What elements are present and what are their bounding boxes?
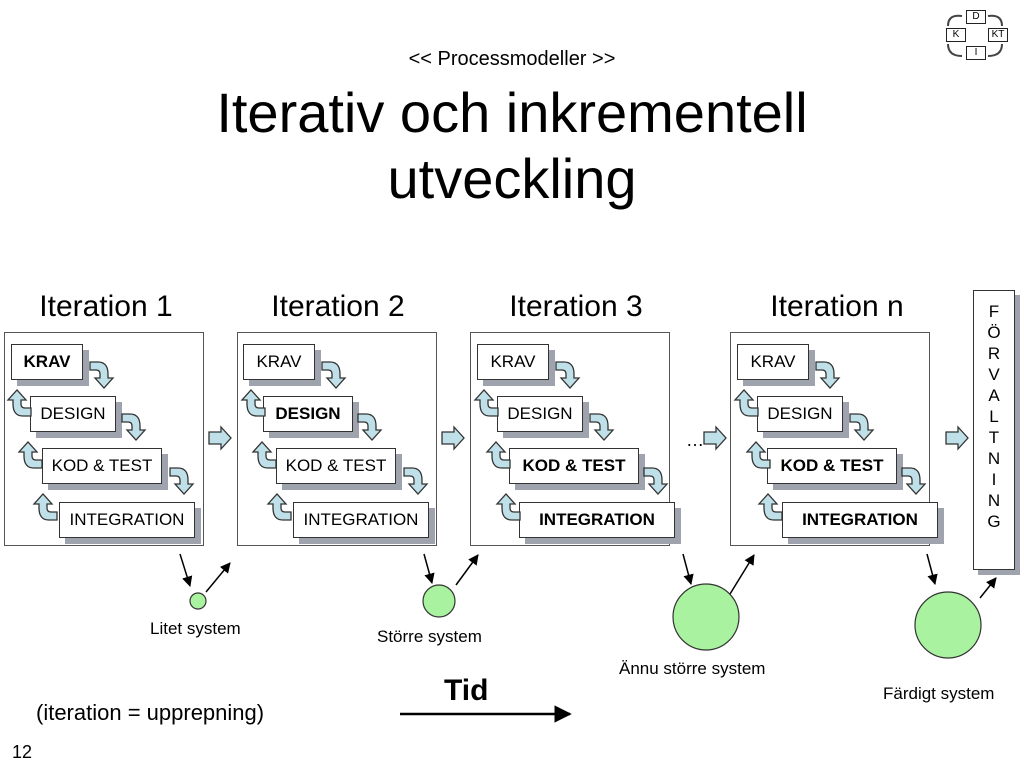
maintenance-box: F Ö R V A L T N I N G bbox=[973, 290, 1015, 570]
forward-curl-arrow-icon bbox=[643, 467, 668, 495]
logo-box-top: D bbox=[966, 10, 986, 24]
small-system-circle bbox=[189, 592, 207, 610]
title-line-1: Iterativ och inkrementell bbox=[216, 81, 808, 144]
forward-curl-arrow-icon bbox=[169, 467, 194, 495]
page-number: 12 bbox=[12, 742, 33, 762]
finished-system-label: Färdigt system bbox=[883, 684, 995, 703]
iteration-1-design: DESIGN bbox=[30, 396, 116, 432]
next-iteration-arrow-icon bbox=[703, 426, 727, 450]
deliver-arrow-icon bbox=[423, 553, 435, 585]
finished-system-circle bbox=[914, 591, 982, 659]
iteration-1-heading: Iteration 1 bbox=[39, 290, 173, 323]
forward-curl-arrow-icon bbox=[121, 413, 146, 441]
feedback-arrow-icon bbox=[729, 554, 755, 595]
forward-curl-arrow-icon bbox=[357, 413, 382, 441]
backward-curl-arrow-icon bbox=[734, 389, 759, 417]
iteration-n-heading: Iteration n bbox=[770, 290, 904, 323]
iteration-3-design: DESIGN bbox=[497, 396, 583, 432]
forward-curl-arrow-icon bbox=[555, 361, 580, 389]
backward-curl-arrow-icon bbox=[33, 493, 58, 521]
backward-curl-arrow-icon bbox=[252, 441, 277, 469]
even-larger-system-label: Ännu större system bbox=[619, 659, 766, 678]
iteration-3-heading: Iteration 3 bbox=[509, 290, 643, 323]
logo-cycle-arrows-icon bbox=[947, 14, 1003, 57]
iterations-ellipsis: … bbox=[686, 430, 704, 450]
maintenance-letter: A bbox=[988, 386, 1000, 405]
iteration-3-integration: INTEGRATION bbox=[519, 502, 675, 538]
deliver-arrow-icon bbox=[682, 553, 694, 586]
forward-curl-arrow-icon bbox=[321, 361, 346, 389]
forward-curl-arrow-icon bbox=[89, 361, 114, 389]
backward-curl-arrow-icon bbox=[486, 441, 511, 469]
backward-curl-arrow-icon bbox=[496, 493, 521, 521]
slide-title: Iterativ och inkrementell utveckling bbox=[0, 80, 1024, 212]
next-iteration-arrow-icon bbox=[208, 426, 232, 450]
next-iteration-arrow-icon bbox=[441, 426, 465, 450]
time-label: Tid bbox=[444, 674, 489, 707]
maintenance-letter: V bbox=[988, 365, 1000, 384]
iteration-2-integration: INTEGRATION bbox=[293, 502, 429, 538]
maintenance-letter: G bbox=[987, 512, 1001, 531]
iteration-1-krav: KRAV bbox=[11, 344, 83, 380]
backward-curl-arrow-icon bbox=[18, 441, 43, 469]
forward-curl-arrow-icon bbox=[403, 467, 428, 495]
logo-box-right: KT bbox=[988, 28, 1008, 42]
iteration-2-design: DESIGN bbox=[263, 396, 353, 432]
department-logo: D K KT I bbox=[940, 8, 1012, 64]
iteration-1-integration: INTEGRATION bbox=[59, 502, 195, 538]
iteration-n-krav: KRAV bbox=[737, 344, 809, 380]
maintenance-letter: R bbox=[987, 344, 1001, 363]
maintenance-letter: T bbox=[988, 428, 1000, 447]
iteration-2-heading: Iteration 2 bbox=[271, 290, 405, 323]
iteration-3-krav: KRAV bbox=[477, 344, 549, 380]
forward-curl-arrow-icon bbox=[589, 413, 614, 441]
iteration-footnote: (iteration = upprepning) bbox=[36, 700, 265, 725]
deliver-arrow-icon bbox=[926, 553, 938, 586]
backward-curl-arrow-icon bbox=[267, 493, 292, 521]
iteration-3-kod-test: KOD & TEST bbox=[509, 448, 639, 484]
iteration-n-kod-test: KOD & TEST bbox=[767, 448, 897, 484]
forward-curl-arrow-icon bbox=[815, 361, 840, 389]
maintenance-letter: N bbox=[987, 449, 1001, 468]
to-maintenance-arrow-icon bbox=[945, 426, 969, 450]
larger-system-circle bbox=[422, 584, 456, 618]
logo-box-left: K bbox=[946, 28, 966, 42]
feedback-arrow-icon bbox=[979, 577, 997, 599]
backward-curl-arrow-icon bbox=[746, 441, 771, 469]
maintenance-letter: N bbox=[987, 491, 1001, 510]
deliver-arrow-icon bbox=[179, 553, 193, 588]
section-subtitle: << Processmodeller >> bbox=[408, 48, 616, 70]
forward-curl-arrow-icon bbox=[849, 413, 874, 441]
even-larger-system-circle bbox=[672, 583, 740, 651]
logo-box-bottom: I bbox=[966, 46, 986, 60]
larger-system-label: Större system bbox=[377, 627, 482, 646]
iteration-1-kod-test: KOD & TEST bbox=[42, 448, 162, 484]
title-line-2: utveckling bbox=[387, 147, 637, 210]
backward-curl-arrow-icon bbox=[7, 389, 32, 417]
maintenance-letter: I bbox=[991, 470, 997, 489]
maintenance-letter: F bbox=[988, 302, 1000, 321]
iteration-2-krav: KRAV bbox=[243, 344, 315, 380]
feedback-arrow-icon bbox=[205, 562, 231, 593]
maintenance-letter: Ö bbox=[987, 323, 1001, 342]
forward-curl-arrow-icon bbox=[901, 467, 926, 495]
maintenance-letter: L bbox=[989, 407, 999, 426]
feedback-arrow-icon bbox=[455, 554, 479, 586]
iteration-2-kod-test: KOD & TEST bbox=[276, 448, 396, 484]
backward-curl-arrow-icon bbox=[758, 493, 783, 521]
backward-curl-arrow-icon bbox=[474, 389, 499, 417]
small-system-label: Litet system bbox=[150, 619, 241, 638]
backward-curl-arrow-icon bbox=[241, 389, 266, 417]
iteration-n-design: DESIGN bbox=[757, 396, 843, 432]
